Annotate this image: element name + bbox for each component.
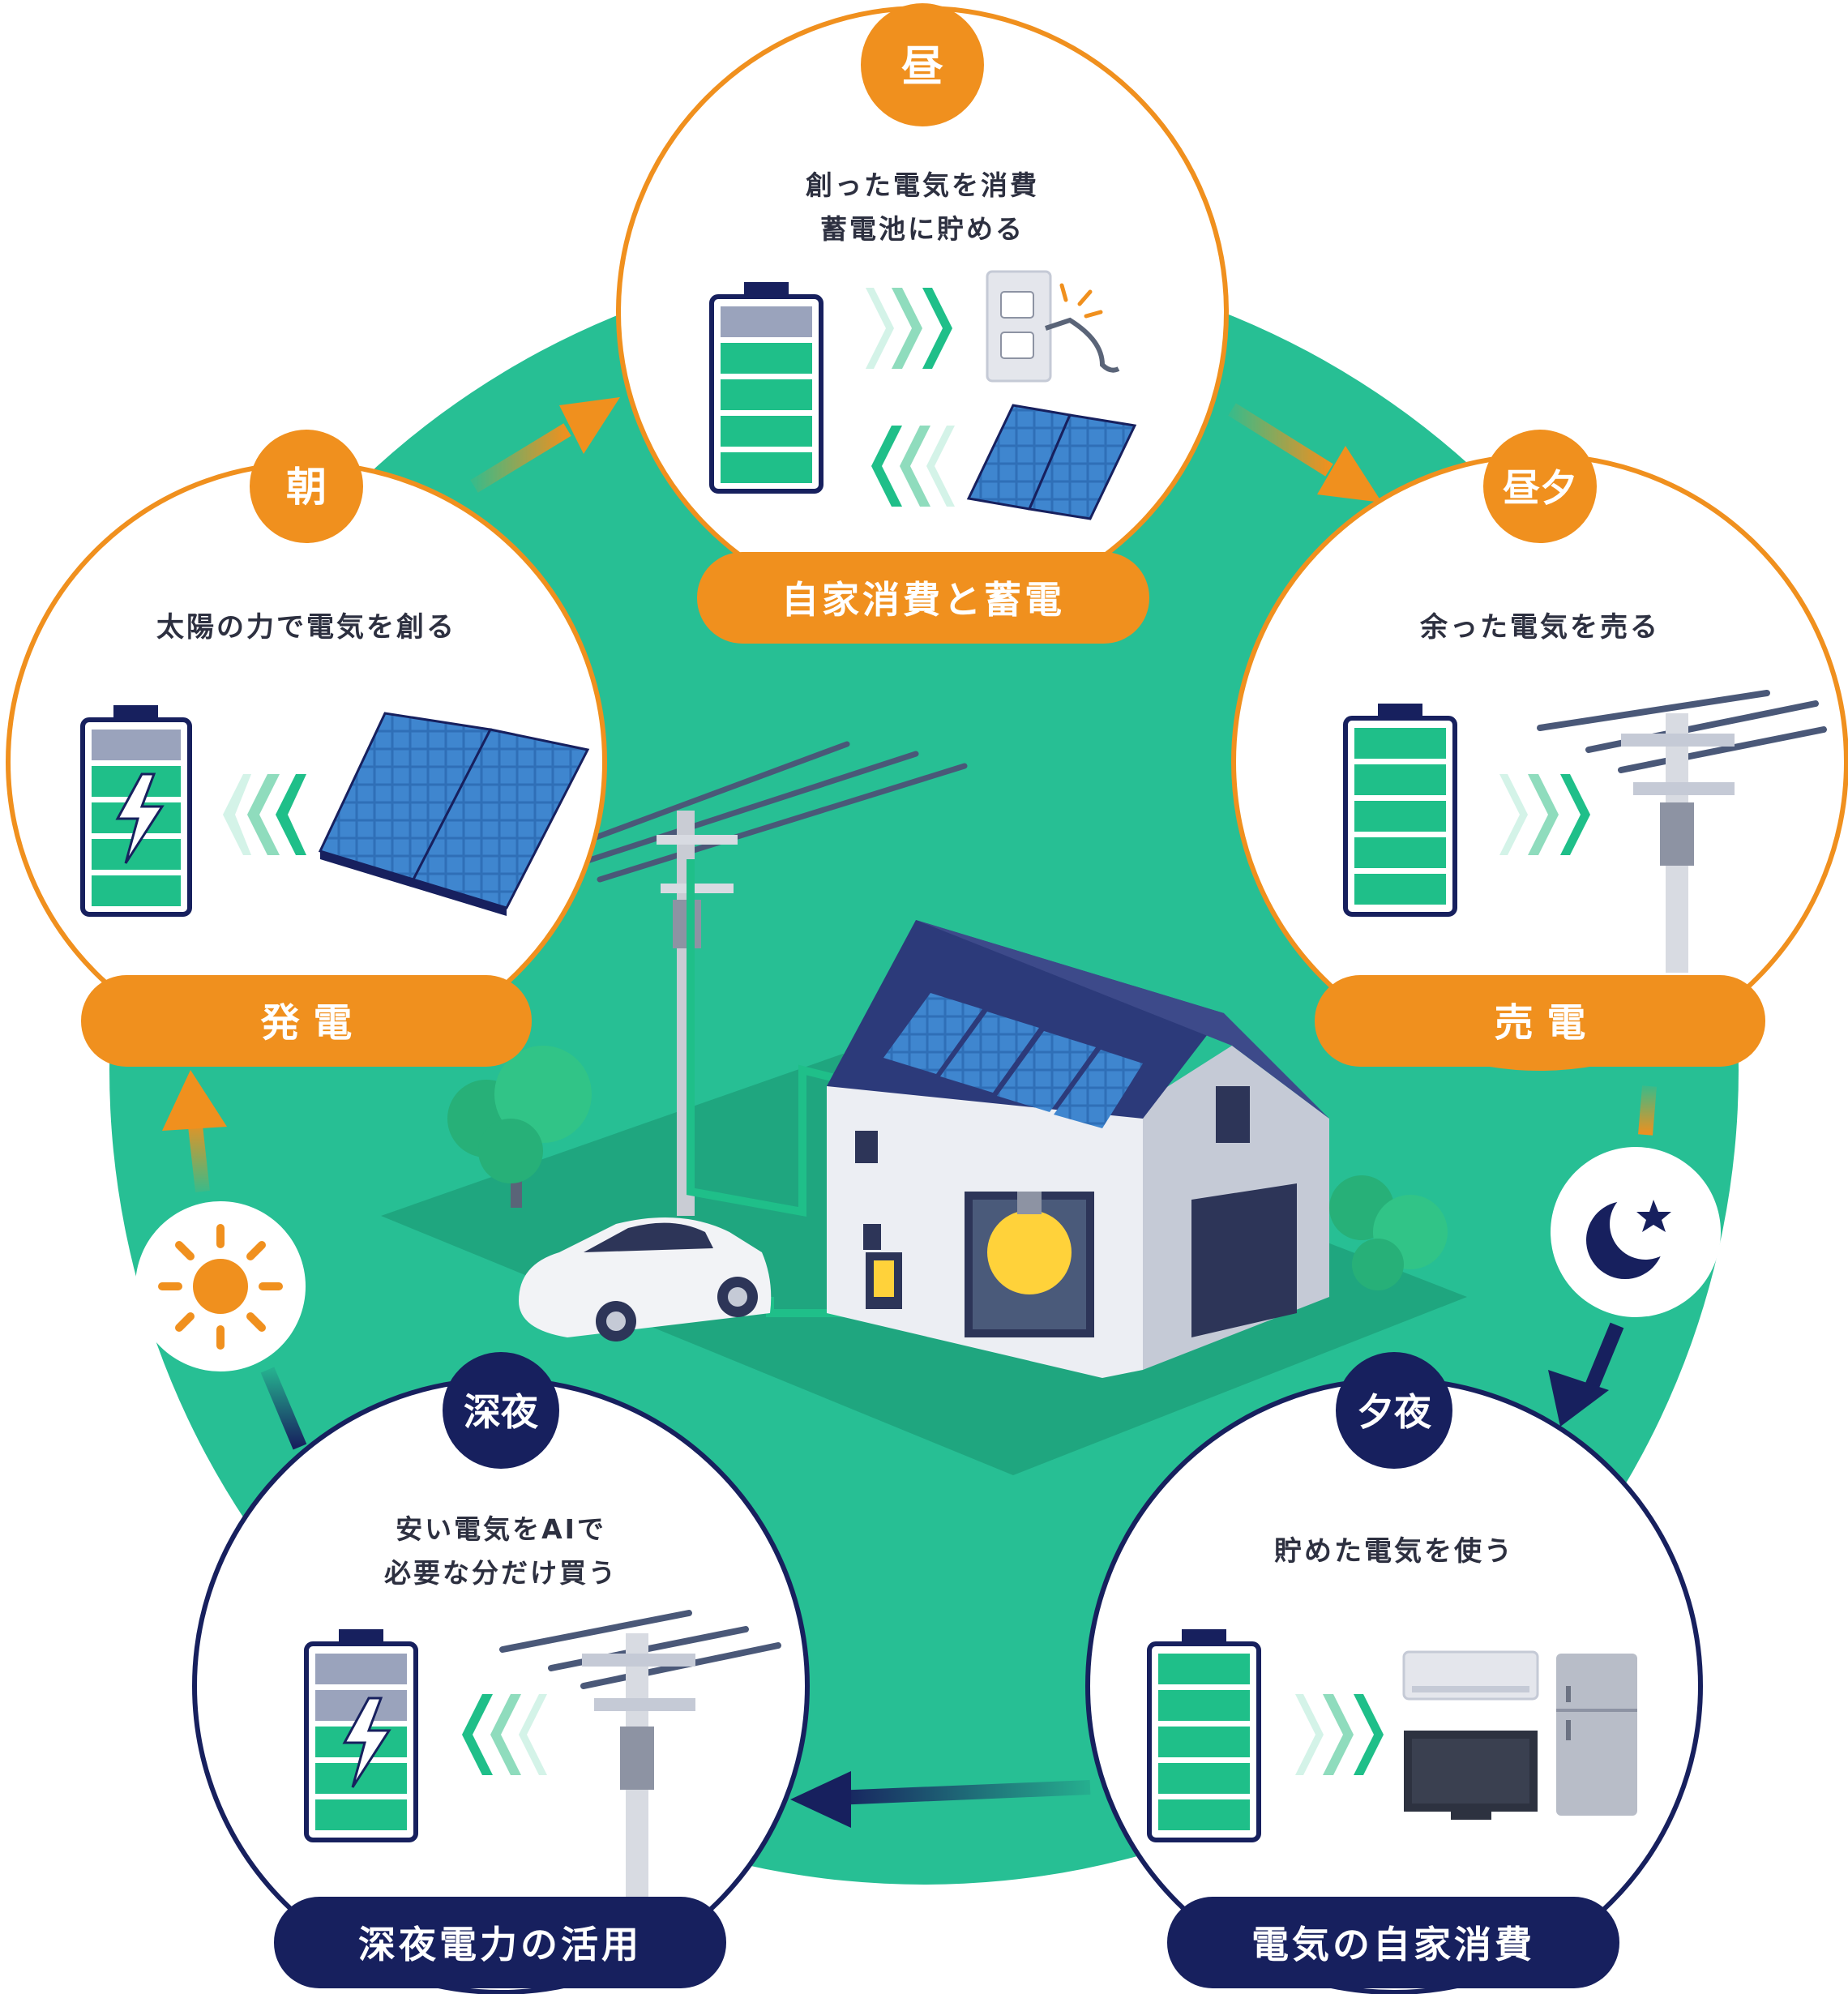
arrow-morning-to-noon: [470, 397, 620, 493]
chevrons-left-morning: [223, 774, 306, 855]
chevrons-right-noon: [866, 288, 952, 369]
arrow-noon-to-afternoon: [1228, 403, 1382, 503]
time-badge-latenight: [443, 1352, 559, 1469]
solar-panel-icon-morning: [318, 712, 590, 916]
solar-panel-icon-noon: [966, 404, 1137, 520]
utility-pole-icon-afternoon: [1537, 690, 1827, 973]
title-latenight: 深夜電力の活用: [358, 1923, 642, 1966]
title-pill-latenight: [274, 1897, 726, 1988]
arrow-afternoon-to-evening: [1548, 1085, 1657, 1427]
stage-morning: 朝 太陽の力で電気を創る 発 電: [6, 430, 607, 1067]
moon-icon-badge: [1551, 1147, 1721, 1317]
desc-noon-line2: 蓄電池に貯める: [820, 213, 1025, 245]
bush-right: [1329, 1175, 1448, 1290]
title-pill-morning: [81, 975, 532, 1067]
time-badge-noon: [861, 3, 984, 126]
time-label-morning: 朝: [286, 464, 327, 511]
desc-evening: 貯めた電気を使う: [1274, 1535, 1514, 1568]
stage-afternoon: 昼夕 余った電気を売る 売 電: [1231, 430, 1848, 1071]
title-morning: 発 電: [261, 1000, 353, 1046]
battery-icon-morning: [80, 705, 192, 917]
chevrons-left-latenight: [462, 1694, 547, 1775]
time-badge-evening: [1336, 1352, 1452, 1469]
desc-latenight-line1: 安い電気をAIで: [396, 1513, 606, 1545]
battery-icon-afternoon: [1343, 704, 1457, 917]
utility-pole-icon-latenight: [499, 1610, 781, 1901]
outlet-icon-noon: [986, 270, 1120, 383]
title-pill-evening: [1167, 1897, 1619, 1988]
moon-star-icon: [1586, 1188, 1681, 1279]
light-bulb: [987, 1210, 1072, 1294]
desc-afternoon: 余った電気を売る: [1419, 611, 1660, 644]
time-label-noon: 昼: [901, 43, 943, 92]
arrow-evening-to-latenight: [790, 1771, 1091, 1828]
sun-icon-badge: [135, 1201, 306, 1371]
arrow-latenight-to-morning: [162, 1070, 307, 1450]
time-label-evening: 夕夜: [1357, 1390, 1432, 1434]
time-badge-afternoon: [1483, 430, 1597, 543]
sun-icon: [158, 1224, 283, 1350]
title-evening: 電気の自家消費: [1251, 1923, 1535, 1966]
desc-noon-line1: 創った電気を消費: [806, 169, 1039, 201]
electric-car: [519, 1217, 772, 1341]
title-pill-afternoon: [1315, 975, 1765, 1067]
title-afternoon: 売 電: [1495, 1000, 1586, 1046]
time-label-afternoon: 昼夕: [1503, 466, 1577, 510]
stage-latenight: 深夜 安い電気をAIで 必要な分だけ買う: [192, 1352, 810, 1994]
stage-noon: 昼 創った電気を消費 蓄電池に貯める: [616, 3, 1229, 644]
house-scene: [381, 741, 1467, 1475]
time-badge-morning: [250, 430, 363, 543]
tree-left: [447, 1046, 592, 1208]
battery-icon-latenight: [304, 1629, 418, 1842]
chevrons-right-evening: [1295, 1694, 1384, 1775]
appliances-icon-evening: [1402, 1650, 1637, 1820]
battery-icon-evening: [1147, 1629, 1261, 1842]
desc-morning: 太陽の力で電気を創る: [156, 611, 456, 644]
refrigerator-icon: [1556, 1654, 1637, 1816]
stage-evening: 夕夜 貯めた電気を使う 電気の自家消費: [1085, 1352, 1703, 1994]
roof-solar-panels: [883, 993, 1143, 1128]
time-label-latenight: 深夜: [464, 1390, 539, 1434]
desc-latenight-line2: 必要な分だけ買う: [384, 1557, 618, 1589]
chevrons-right-afternoon: [1499, 774, 1590, 855]
title-pill-noon: [697, 552, 1149, 644]
battery-icon-noon: [709, 282, 823, 494]
chevrons-left-noon: [871, 426, 955, 507]
title-noon: 自家消費と蓄電: [781, 578, 1065, 622]
